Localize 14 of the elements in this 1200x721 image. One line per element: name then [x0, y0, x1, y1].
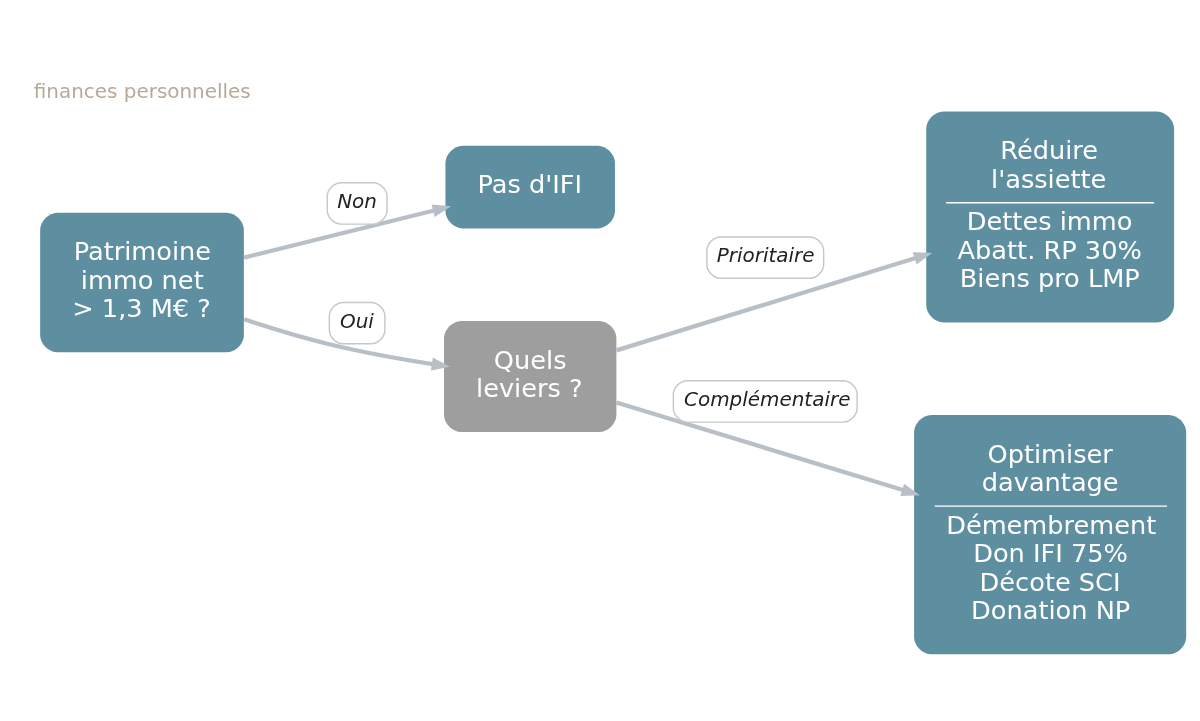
- node-box: Pas d'IFI: [445, 145, 615, 229]
- node-box: Quels leviers ?: [444, 320, 617, 433]
- arrow: [243, 204, 452, 260]
- node-box: Optimiser davantage Démembrement Don IFI 75% Décote SCI Donation NP: [914, 415, 1187, 655]
- edge-label: Prioritaire: [716, 243, 815, 268]
- edge-label: Complémentaire: [684, 387, 851, 412]
- arrow: [243, 317, 451, 371]
- label: finances personnelles: [33, 79, 251, 104]
- arrow: [615, 400, 920, 497]
- node-box: Patrimoine immo net > 1,3 M€ ?: [40, 212, 244, 353]
- node-box: Réduire l'assiette Dettes immo Abatt. RP 30% Biens pro LMP: [926, 111, 1175, 323]
- edge-label: Non: [337, 189, 377, 214]
- arrow: [615, 252, 933, 353]
- edge-label: Oui: [340, 308, 374, 333]
